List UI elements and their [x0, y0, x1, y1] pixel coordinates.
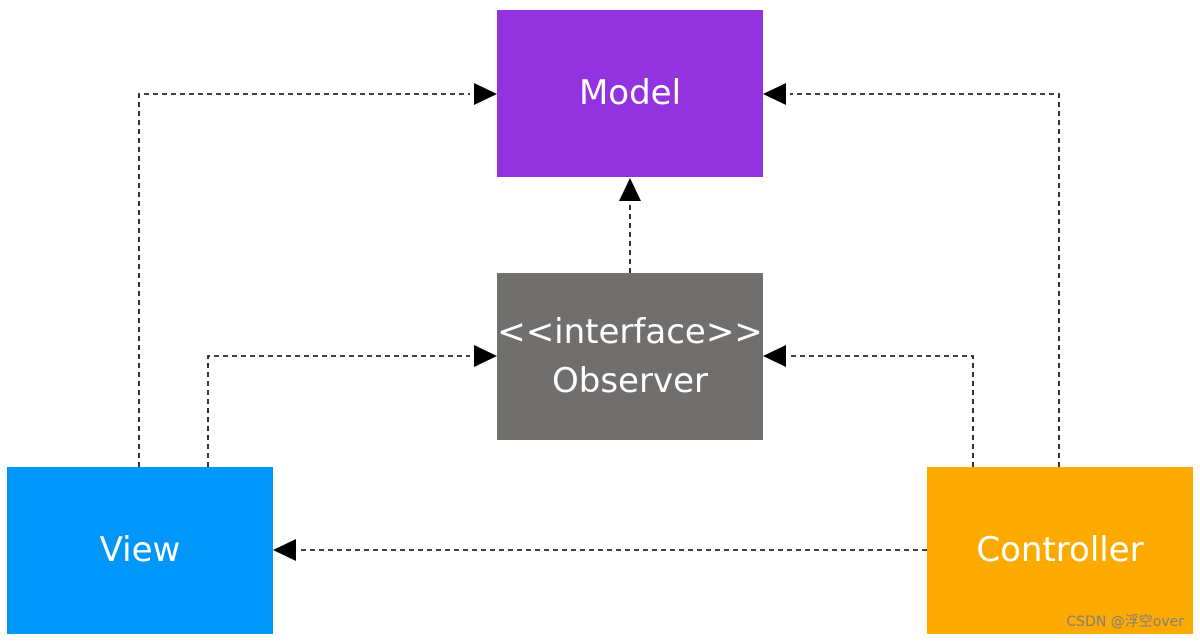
arrowhead-observer-to-model: [619, 178, 641, 201]
edge-controller-to-observer: [790, 355, 974, 467]
arrowhead-controller-to-model: [763, 83, 786, 105]
model-node: Model: [497, 10, 763, 177]
arrowhead-controller-to-view: [273, 539, 296, 561]
arrowhead-view-to-model: [474, 83, 497, 105]
view-label: View: [99, 530, 181, 571]
edge-controller-to-model: [790, 93, 1060, 467]
observer-label: Observer: [552, 360, 708, 401]
controller-label: Controller: [976, 530, 1144, 571]
observer-stereotype: <<interface>>: [497, 312, 763, 353]
controller-node: Controller: [927, 467, 1193, 634]
edge-view-to-observer: [207, 355, 470, 467]
watermark: CSDN @浮空over: [1066, 614, 1184, 630]
arrowhead-controller-to-observer: [763, 345, 786, 367]
view-node: View: [7, 467, 273, 634]
arrowhead-view-to-observer: [474, 345, 497, 367]
observer-node: <<interface>> Observer: [497, 273, 763, 440]
edge-view-to-model: [138, 93, 470, 467]
model-label: Model: [578, 73, 682, 114]
